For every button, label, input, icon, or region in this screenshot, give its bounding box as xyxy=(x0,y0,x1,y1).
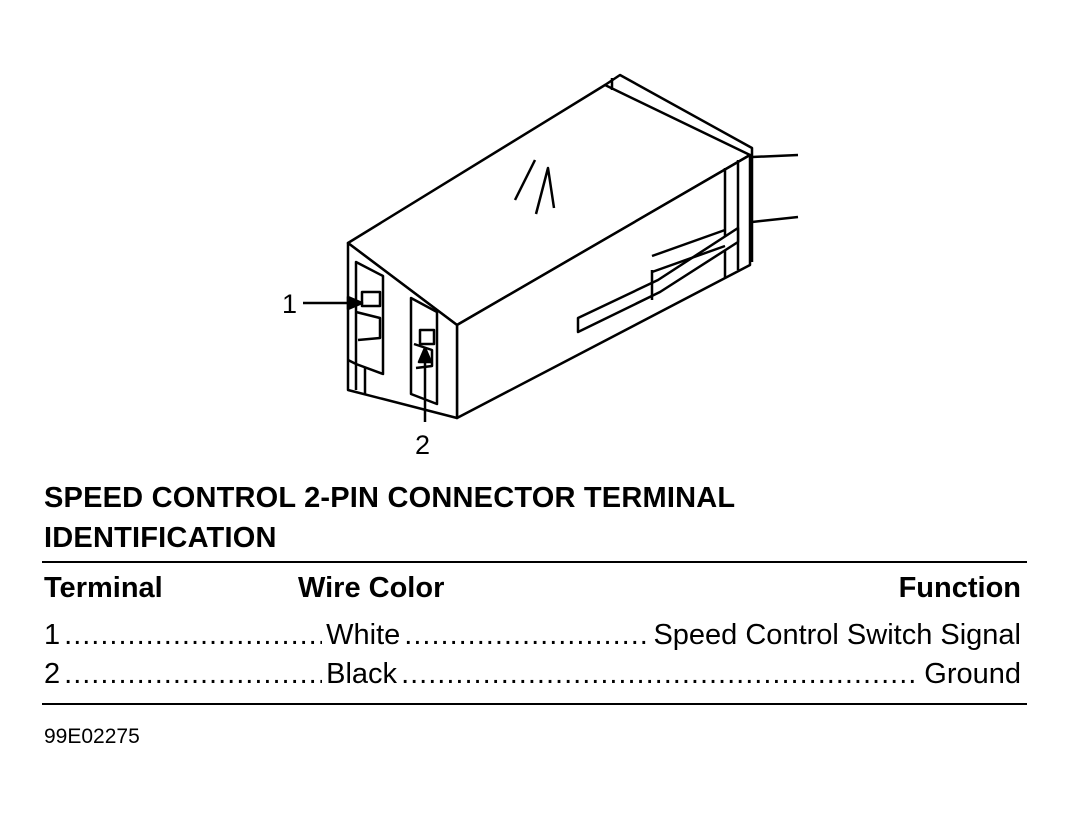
cell-function: Ground xyxy=(924,658,1021,690)
cell-terminal: 2 xyxy=(44,658,61,690)
cell-function: Speed Control Switch Signal xyxy=(653,619,1021,651)
callout-label-1: 1 xyxy=(282,289,297,319)
callout-arrow-1 xyxy=(303,295,364,311)
header-function: Function xyxy=(898,572,1021,604)
table-row: 2 Black Ground xyxy=(44,655,1021,693)
dot-leader xyxy=(64,655,322,693)
callout-label-2: 2 xyxy=(415,430,430,460)
table-bottom-rule xyxy=(42,703,1027,705)
header-wire-color: Wire Color xyxy=(298,572,445,604)
table-row: 1 White Speed Control Switch Signal xyxy=(44,616,1021,654)
cell-terminal: 1 xyxy=(44,619,61,651)
dot-leader xyxy=(64,616,322,654)
header-terminal: Terminal xyxy=(44,572,163,604)
callout-arrow-2 xyxy=(417,346,433,422)
connector-body xyxy=(346,73,799,420)
figure-id: 99E02275 xyxy=(44,725,140,748)
dot-leader xyxy=(404,616,649,654)
diagram-title: SPEED CONTROL 2-PIN CONNECTOR TERMINAL I… xyxy=(44,478,944,558)
table-top-rule xyxy=(42,561,1027,563)
diagram-title-line-2: IDENTIFICATION xyxy=(44,522,277,554)
dot-leader xyxy=(401,655,920,693)
diagram-title-line-1: SPEED CONTROL 2-PIN CONNECTOR TERMINAL xyxy=(44,482,736,514)
connector-diagram: 1 2 xyxy=(282,73,799,460)
cell-wire-color: Black xyxy=(326,658,398,690)
cell-wire-color: White xyxy=(326,619,401,651)
